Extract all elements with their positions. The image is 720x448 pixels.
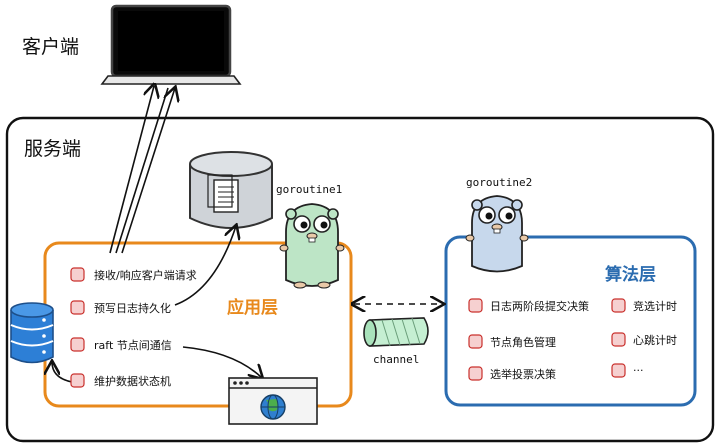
algo-item-heartbeat-timer: 心跳计时: [633, 334, 677, 347]
app-item-state-machine: 维护数据状态机: [94, 375, 171, 388]
globe-icon: [260, 394, 286, 420]
channel-label: channel: [373, 353, 420, 366]
goroutine2-label: goroutine2: [466, 176, 533, 189]
algo-item-vote: 选举投票决策: [490, 368, 556, 381]
browser-window-icon: [228, 377, 318, 425]
goroutine1-label: goroutine1: [276, 183, 343, 196]
algo-bullets: [468, 298, 626, 381]
raft-arrow: [182, 346, 262, 378]
gopher-icon: [279, 203, 345, 289]
app-item-receive: 接收/响应客户端请求: [94, 269, 197, 282]
database-stack-icon: [10, 302, 54, 364]
server-label: 服务端: [24, 138, 82, 160]
gopher-icon: [465, 195, 529, 273]
algo-item-more: ...: [633, 361, 644, 374]
app-item-wal: 预写日志持久化: [94, 302, 171, 315]
state-machine-arrow: [52, 362, 73, 383]
server-frame: [5, 116, 715, 443]
channel-tube-icon: [363, 317, 429, 347]
algo-item-election-timer: 竞选计时: [633, 300, 677, 313]
client-request-arrows: [109, 86, 175, 254]
wal-arrow: [174, 226, 236, 306]
storage-cylinder-icon: [189, 151, 273, 229]
app-item-raft: raft 节点间通信: [94, 339, 172, 352]
client-label: 客户端: [22, 36, 80, 58]
algo-item-commit: 日志两阶段提交决策: [490, 300, 589, 313]
laptop-icon: [100, 4, 242, 85]
app-layer-title: 应用层: [227, 298, 278, 318]
algo-item-role: 节点角色管理: [490, 336, 556, 349]
app-bullets: [70, 267, 85, 388]
algo-layer-box: [444, 235, 697, 407]
algo-layer-title: 算法层: [605, 265, 656, 285]
